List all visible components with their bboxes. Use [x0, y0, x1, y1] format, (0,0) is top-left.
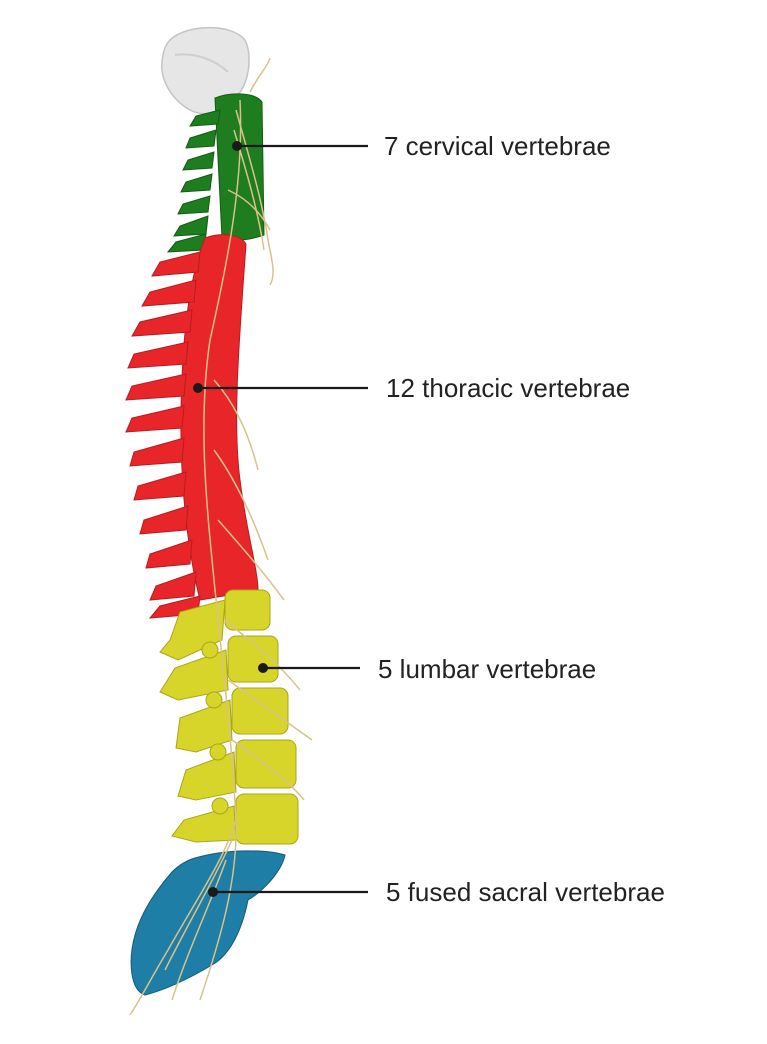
- leader-dot-lumbar: [258, 663, 268, 673]
- leader-dot-cervical: [232, 141, 242, 151]
- label-thoracic-vertebrae: 12 thoracic vertebrae: [386, 373, 631, 403]
- cervical-vertebrae: [166, 93, 265, 253]
- leader-dot-sacral: [208, 887, 218, 897]
- label-sacral-vertebrae: 5 fused sacral vertebrae: [386, 877, 665, 907]
- label-cervical-vertebrae: 7 cervical vertebrae: [384, 131, 611, 161]
- sacrum: [130, 850, 286, 996]
- thoracic-vertebrae: [125, 234, 259, 619]
- leader-dot-thoracic: [193, 383, 203, 393]
- lumbar-vertebrae: [159, 589, 299, 845]
- leader-lines: [193, 141, 368, 897]
- label-lumbar-vertebrae: 5 lumbar vertebrae: [378, 654, 597, 684]
